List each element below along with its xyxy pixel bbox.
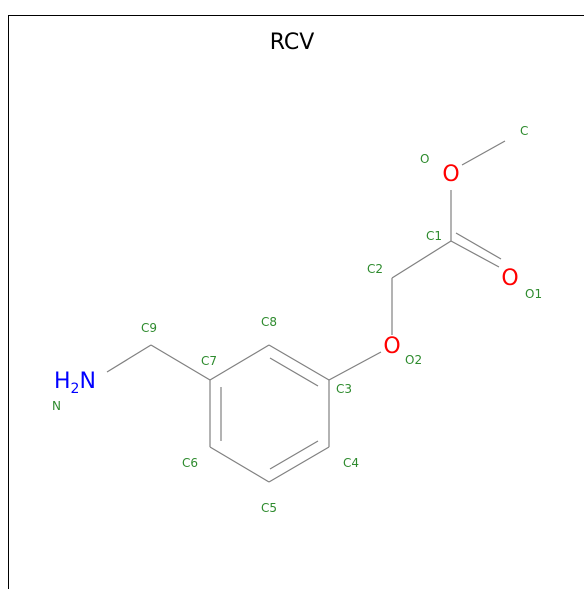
- label-c2: C2: [367, 262, 383, 276]
- label-c4: C4: [343, 456, 359, 470]
- ester-oxygen-symbol: O: [442, 162, 459, 187]
- bond-c8-c7: [209, 344, 270, 381]
- label-o1: O1: [525, 287, 542, 301]
- bond-c1-o1-b: [455, 232, 502, 260]
- label-c8: C8: [261, 315, 277, 329]
- bonds: [106, 140, 506, 483]
- bond-inner-c5-c4: [269, 440, 319, 470]
- amine-h-symbol: H: [54, 369, 71, 394]
- label-c3: C3: [336, 382, 352, 396]
- bond-c7-c9: [150, 344, 211, 381]
- bond-c1-o1-a: [450, 240, 500, 268]
- label-c-methyl: C: [520, 124, 528, 138]
- amine-group-symbol: H2N: [54, 369, 96, 397]
- bond-o2-c3: [328, 351, 382, 381]
- label-c6: C6: [182, 456, 198, 470]
- amine-h-subscript: 2: [71, 381, 80, 397]
- label-n: N: [52, 399, 61, 413]
- bond-ester-o-methyl: [461, 140, 506, 166]
- ether-oxygen-symbol: O: [383, 334, 400, 359]
- label-c9: C9: [141, 321, 157, 335]
- carbonyl-oxygen-symbol: O: [501, 266, 518, 291]
- label-c1: C1: [426, 229, 442, 243]
- bond-c9-n: [106, 344, 152, 373]
- bond-c1-c2: [391, 240, 452, 279]
- bond-c5-c4: [268, 446, 330, 483]
- diagram-frame: [8, 15, 584, 589]
- bond-c6-c5: [209, 446, 270, 483]
- label-c7: C7: [201, 354, 217, 368]
- bond-c3-c8: [268, 344, 330, 381]
- diagram-title: RCV: [269, 30, 315, 55]
- label-c5: C5: [261, 501, 277, 515]
- label-o-ester: O: [420, 152, 429, 166]
- bond-inner-c8-c3: [269, 357, 319, 387]
- amine-n-symbol: N: [79, 369, 95, 394]
- label-o2: O2: [405, 353, 422, 367]
